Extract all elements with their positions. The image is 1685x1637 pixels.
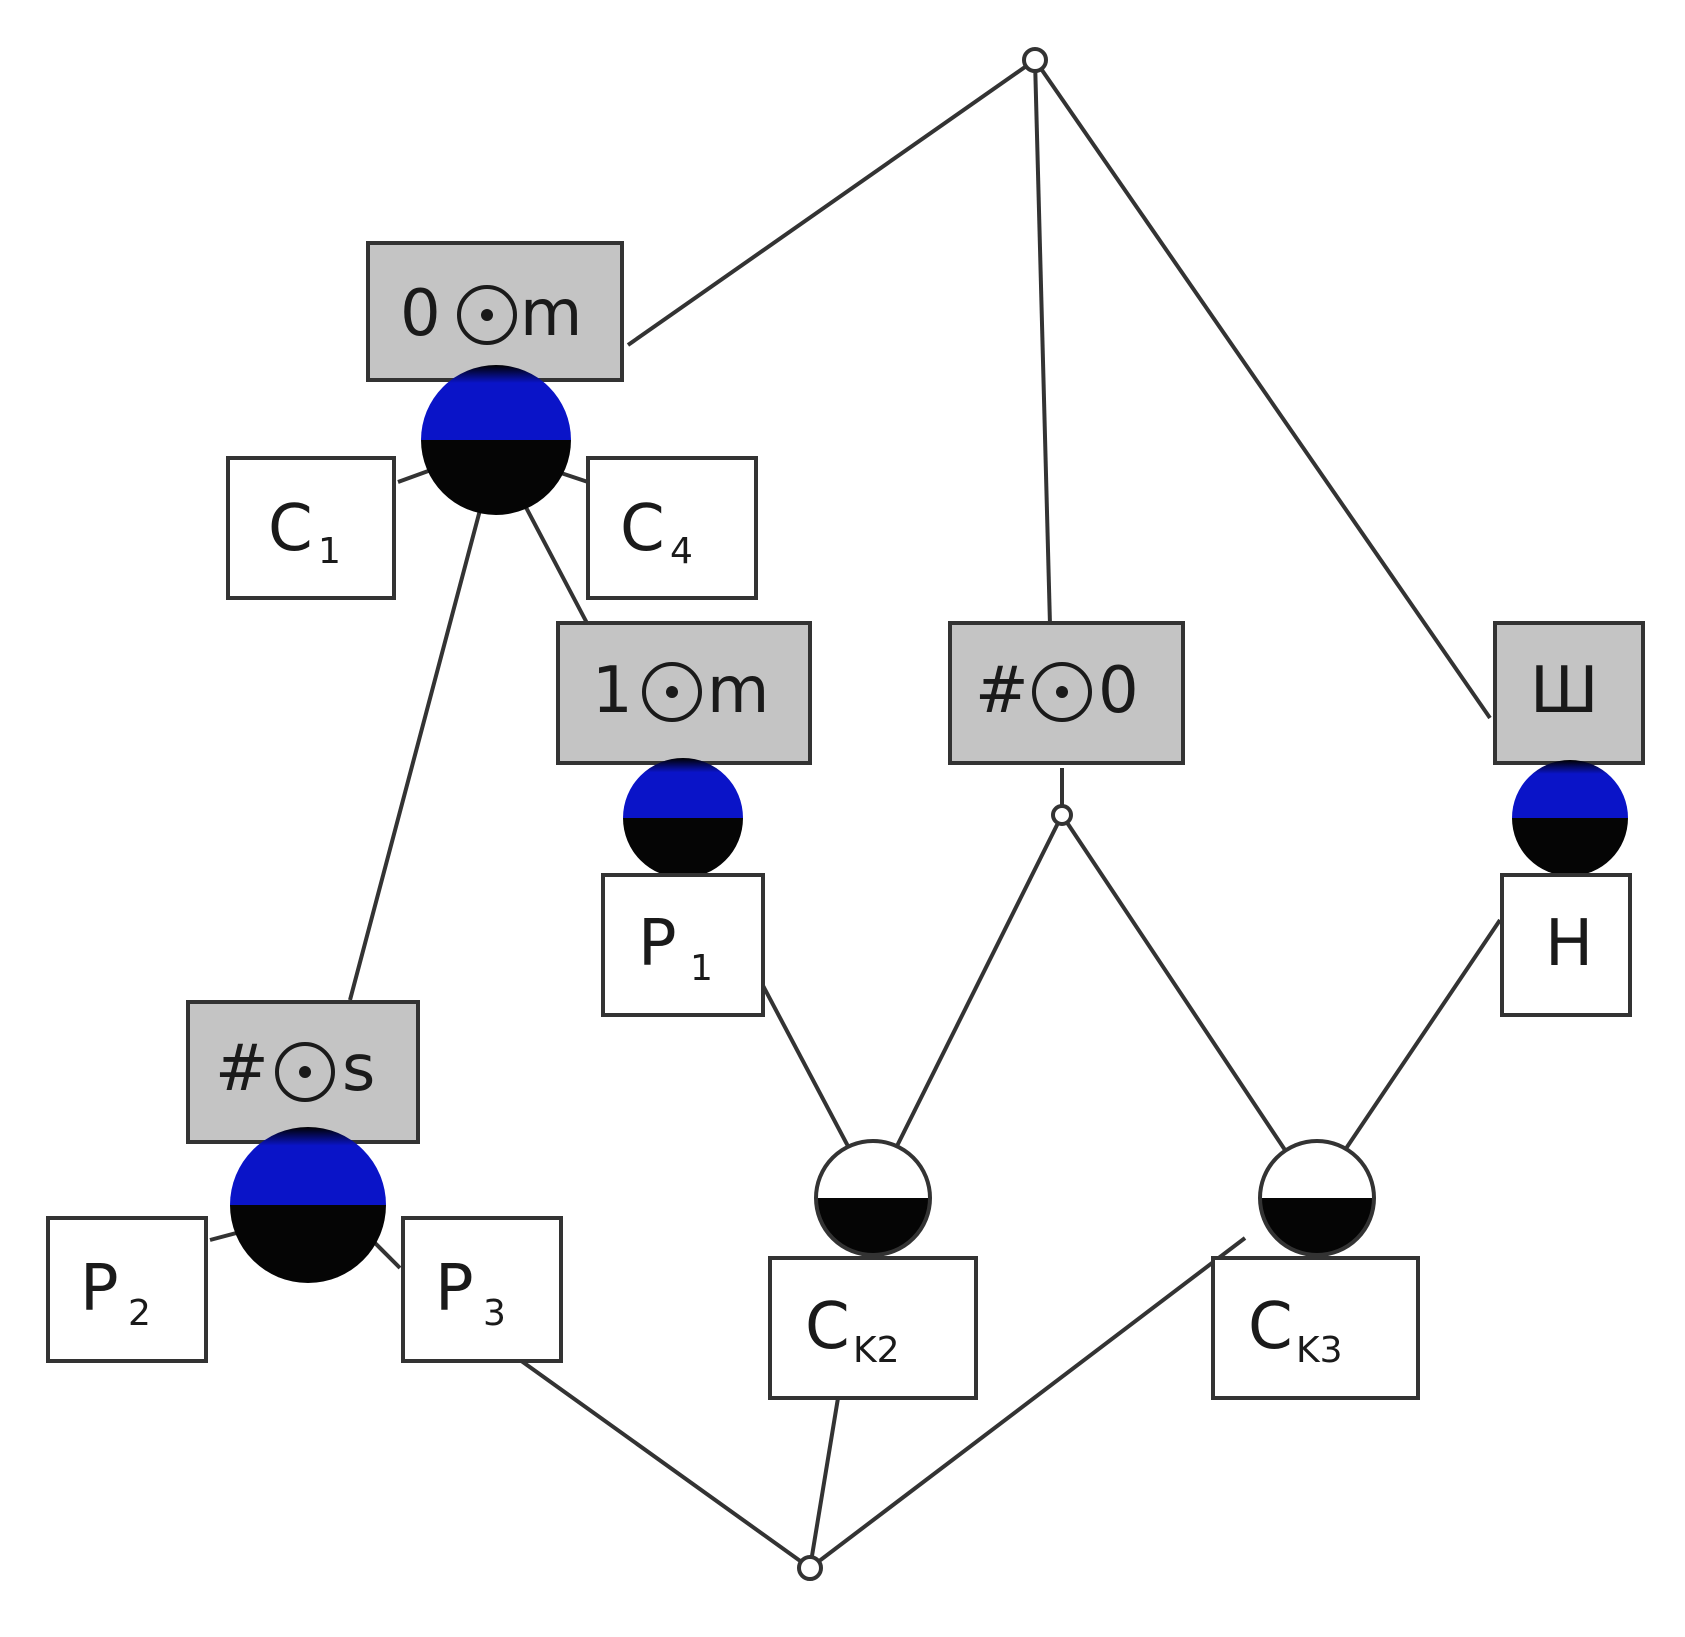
attribute-hs: # s [186,1000,420,1144]
obj-c4-base: C [620,492,665,566]
obj-ck2-sub: K2 [853,1330,900,1371]
concept-node-ck2 [814,1139,932,1257]
concept-node-ck3 [1258,1139,1376,1257]
attr-1m-left: 1 [592,654,633,728]
attribute-1m: 1 m [556,621,812,765]
object-ck2: C K2 [768,1256,978,1400]
attr-h0-right: 0 [1098,654,1139,728]
attr-0m-right: m [520,277,582,351]
edge-mid-ck3 [1060,813,1287,1152]
obj-c4-sub: 4 [670,531,693,572]
obj-c1-sub: 1 [318,531,341,572]
object-p3: P 3 [401,1216,563,1363]
obj-p1-base: P [638,907,677,981]
attr-1m-right: m [707,654,769,728]
attribute-0m: 0 m [366,241,624,382]
edge-0m-1m [518,495,590,626]
object-h: H [1500,873,1632,1017]
object-p2: P 2 [46,1216,208,1363]
edge-top-w [1033,58,1492,720]
attr-hs-left: # [215,1032,269,1106]
obj-h-base: H [1545,907,1593,981]
attr-w-label: Ш [1530,654,1598,728]
edge-ck2-bottom [808,1397,840,1569]
object-ck3: C K3 [1211,1256,1420,1400]
object-c4: C 4 [586,456,758,600]
concept-node-0m [421,365,571,515]
obj-c1-base: C [268,492,313,566]
edge-p1-ck2 [758,979,852,1151]
obj-ck3-sub: K3 [1296,1330,1343,1371]
circled-dot-operator-icon [457,285,517,345]
obj-p3-base: P [435,1252,474,1326]
edge-top-0m [626,58,1037,347]
attr-hs-right: s [342,1032,375,1106]
attribute-h0: # 0 [948,621,1185,765]
attr-h0-left: # [975,654,1029,728]
circled-dot-operator-icon [275,1042,335,1102]
edge-ck2-mid [893,814,1064,1151]
junction-node [1051,804,1073,826]
concept-node-hs [230,1127,386,1283]
circled-dot-operator-icon [1032,662,1092,722]
obj-p3-sub: 3 [483,1293,506,1334]
object-p1: P 1 [601,873,765,1017]
concept-node-w [1512,760,1628,876]
edge-0m-hs [348,509,482,1001]
circled-dot-operator-icon [642,662,702,722]
obj-p2-base: P [80,1252,119,1326]
edge-ck3-h [1343,918,1502,1152]
attr-0m-left: 0 [400,277,441,351]
edge-ck3-bottom [808,1236,1247,1570]
bottom-node [797,1555,823,1581]
obj-p2-sub: 2 [128,1293,151,1334]
top-node [1022,47,1048,73]
object-c1: C 1 [226,456,396,600]
attribute-w: Ш [1493,621,1645,765]
edge-p3-bottom [518,1358,812,1570]
obj-p1-sub: 1 [690,948,713,989]
obj-ck2-base: C [805,1290,850,1364]
edge-top-h0 [1033,59,1052,626]
concept-node-1m [623,758,743,878]
obj-ck3-base: C [1248,1290,1293,1364]
